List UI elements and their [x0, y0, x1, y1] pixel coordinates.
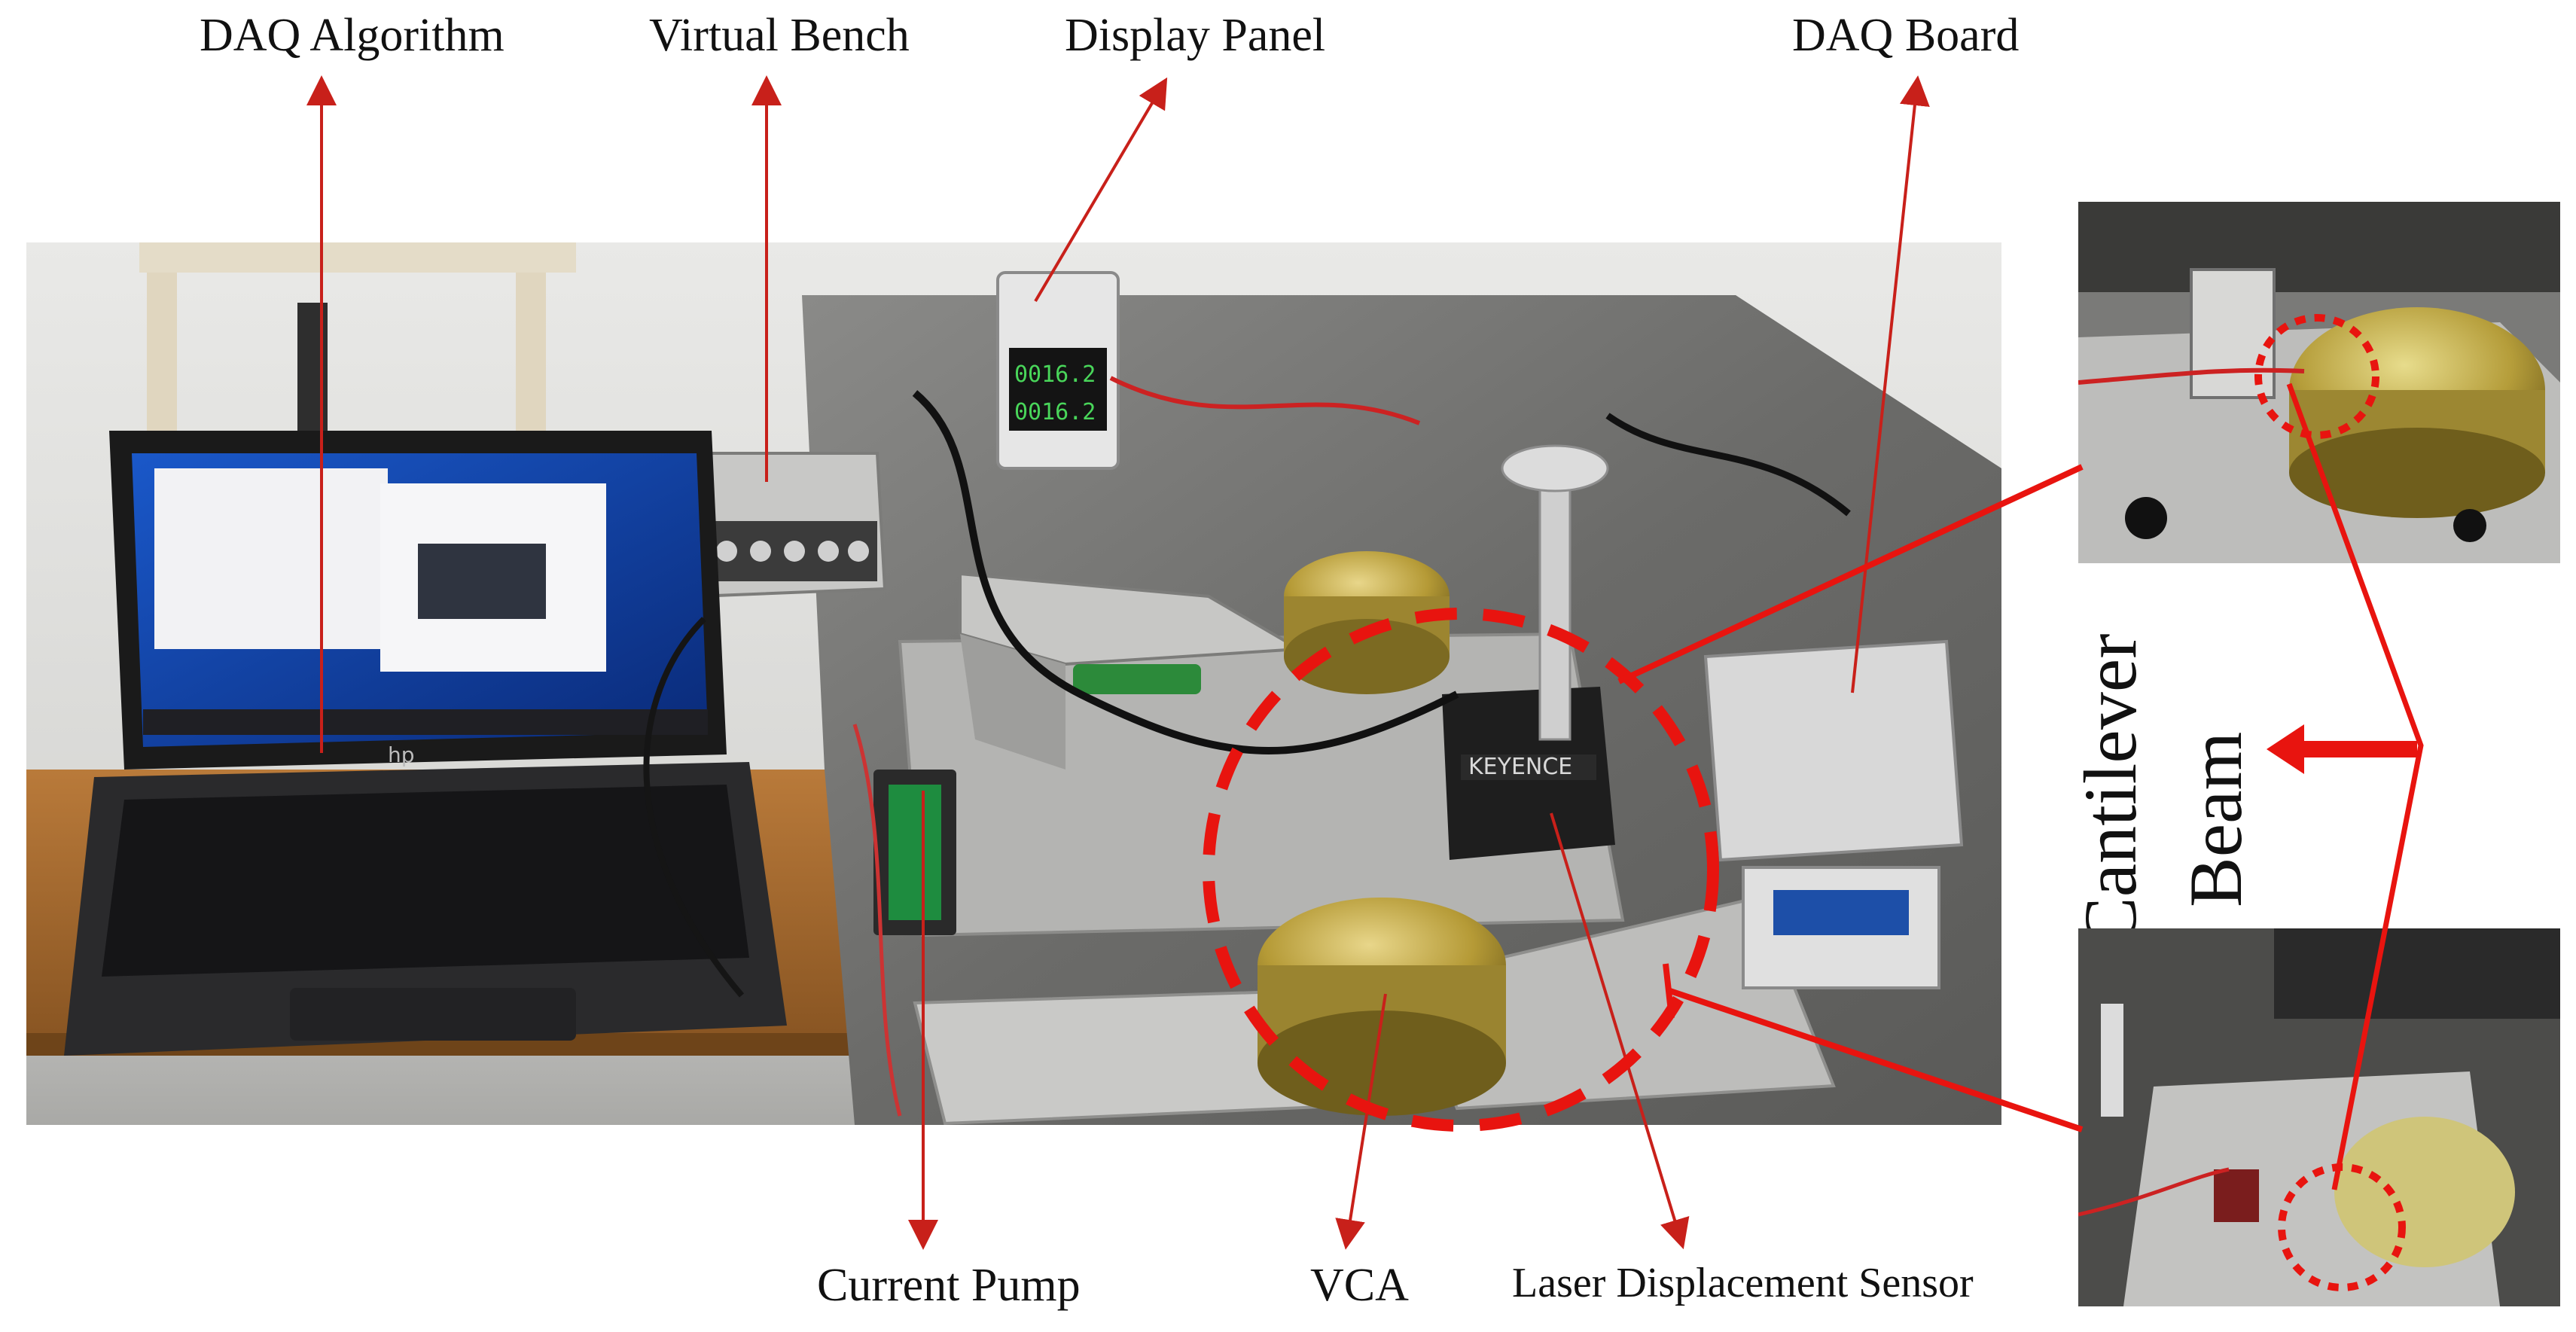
label-laser-sensor: Laser Displacement Sensor	[1512, 1260, 1974, 1306]
label-display-panel: Display Panel	[1065, 10, 1326, 61]
laptop-brand-text: hp	[388, 742, 415, 767]
label-daq-board: DAQ Board	[1792, 10, 2020, 61]
beam-arrow	[2267, 724, 2417, 774]
arrow-display-panel	[1034, 77, 1168, 303]
cantilever-highlight-ellipse	[1203, 608, 1719, 1132]
main-photo: KEYENCE 0016.2 0016.2 hp	[26, 242, 2001, 1125]
inset-bottom-circle	[2278, 1163, 2406, 1291]
inset-top-circle	[2254, 314, 2379, 439]
inset-top-photo	[2078, 202, 2560, 563]
label-daq-algorithm: DAQ Algorithm	[200, 10, 505, 61]
arrow-laser-sensor	[1550, 812, 1690, 1250]
sensor-brand-text: KEYENCE	[1468, 754, 1572, 780]
inset-bottom-connector	[1666, 987, 2084, 1132]
label-current-pump: Current Pump	[817, 1260, 1081, 1311]
label-vca: VCA	[1310, 1260, 1409, 1311]
label-virtual-bench: Virtual Bench	[649, 10, 910, 61]
inset-bottom-photo	[2078, 928, 2560, 1306]
inset-bottom-drawing	[2078, 928, 2560, 1306]
beam-bracket	[2286, 383, 2424, 1190]
inset-top-drawing	[2078, 202, 2560, 563]
display-reading-1: 0016.2	[1014, 361, 1096, 388]
inset-top-connector	[1617, 464, 2084, 684]
display-reading-2: 0016.2	[1014, 399, 1096, 425]
main-photo-drawing: KEYENCE 0016.2 0016.2 hp	[26, 242, 2001, 1125]
connector-end-bar	[1663, 963, 1675, 1019]
arrow-daq-board	[1851, 75, 1930, 693]
arrow-vca	[1335, 993, 1387, 1250]
